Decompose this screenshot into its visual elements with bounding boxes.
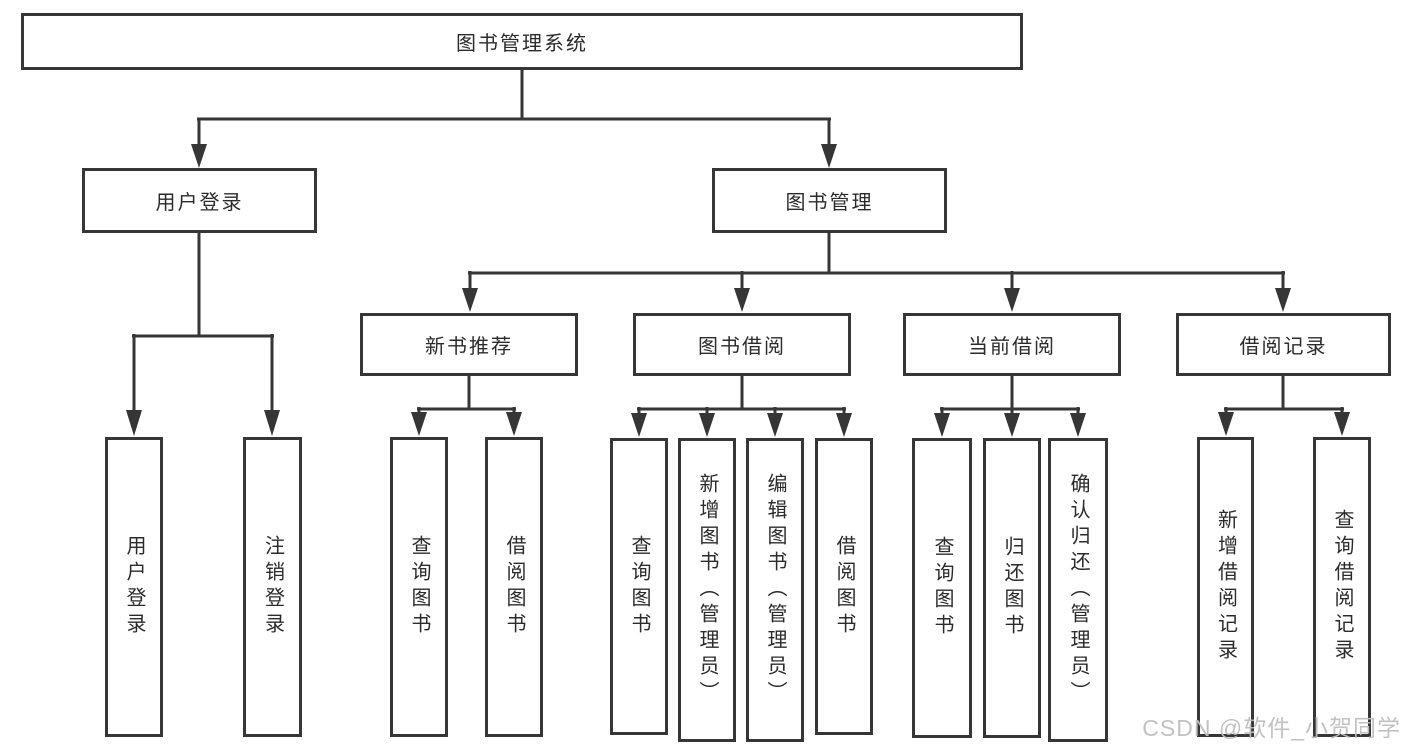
node-logout-leaf: 注销登录 [243, 437, 302, 737]
node-borrow-records: 借阅记录 [1176, 313, 1391, 376]
node-recommend-borrow-books: 借阅图书 [485, 437, 543, 737]
node-add-book-admin: 新增图书（管理员） [678, 438, 736, 742]
node-borrow-borrow-books: 借阅图书 [815, 438, 873, 735]
node-book-borrow: 图书借阅 [633, 313, 851, 376]
node-system-root: 图书管理系统 [21, 13, 1023, 70]
node-recommend-query-books: 查询图书 [390, 437, 448, 737]
node-new-book-recommend: 新书推荐 [360, 313, 578, 376]
node-user-login: 用户登录 [82, 168, 317, 233]
node-query-borrow-record: 查询借阅记录 [1313, 437, 1371, 737]
node-borrow-query-books: 查询图书 [610, 438, 668, 735]
node-add-borrow-record: 新增借阅记录 [1197, 437, 1254, 737]
node-current-borrow: 当前借阅 [903, 313, 1121, 376]
node-current-query-books: 查询图书 [912, 438, 972, 738]
node-return-books: 归还图书 [983, 438, 1041, 738]
node-user-login-leaf: 用户登录 [105, 437, 163, 737]
node-book-management: 图书管理 [712, 168, 947, 233]
node-confirm-return-admin: 确认归还（管理员） [1048, 438, 1108, 742]
csdn-watermark: CSDN @软件_小贺同学 [1142, 715, 1401, 741]
node-edit-book-admin: 编辑图书（管理员） [746, 438, 804, 742]
